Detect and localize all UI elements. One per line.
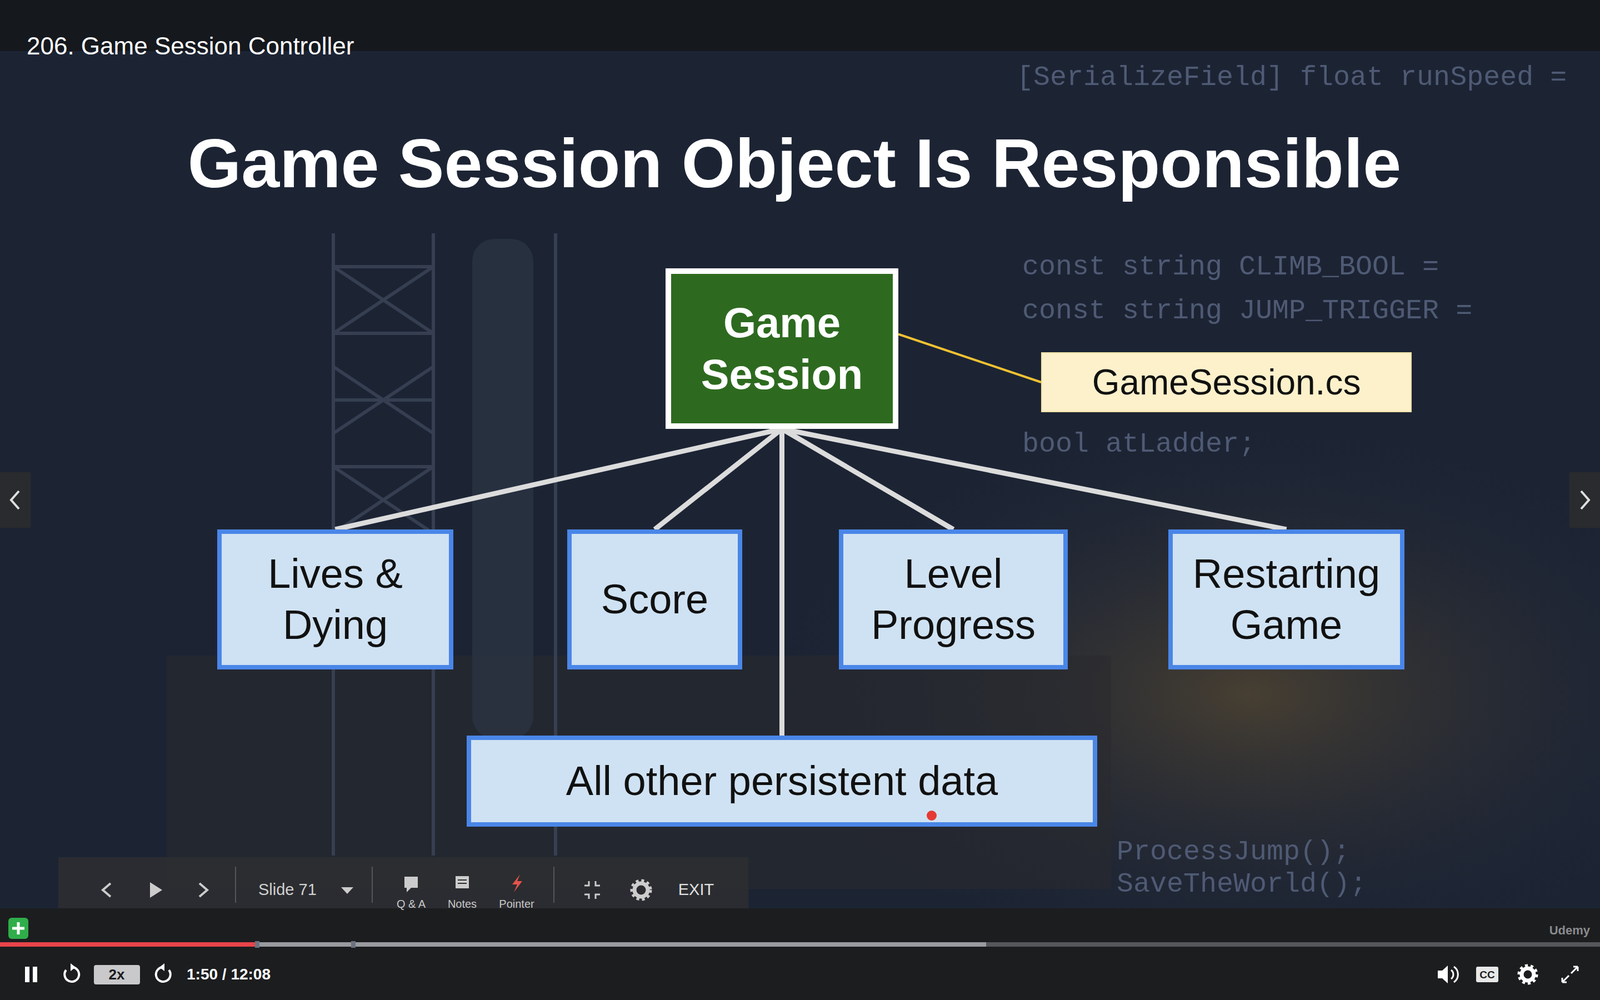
- responsibility-box: All other persistent data: [466, 735, 1098, 827]
- background-code: const string CLIMB_BOOL =: [1022, 251, 1439, 284]
- connector-line: [335, 428, 783, 530]
- node-label: Restarting Game: [1181, 548, 1392, 652]
- responsibility-box: Restarting Game: [1168, 529, 1405, 670]
- forward-head: [159, 963, 165, 972]
- connector-line: [655, 428, 783, 530]
- qa-icon: [404, 876, 418, 893]
- background-code: SaveTheWorld();: [1116, 868, 1367, 901]
- nav-left-chevron: [11, 491, 19, 509]
- laser-pointer-layer: [923, 807, 940, 824]
- settings-teeth: [1518, 965, 1537, 984]
- background-code: [SerializeField] float runSpeed =: [1016, 61, 1567, 94]
- player-label: Q & A: [396, 897, 426, 911]
- player-label: CC: [1479, 968, 1495, 982]
- pointer-icon: [512, 874, 523, 893]
- add-note-icon: [8, 917, 29, 939]
- captions-badge: [1476, 966, 1499, 983]
- background-code: ProcessJump();: [1116, 836, 1350, 869]
- speed-badge: [93, 965, 140, 985]
- node-label: GameSession.cs: [1051, 361, 1402, 404]
- responsibility-box: Level Progress: [838, 529, 1068, 670]
- player-label: Pointer: [498, 897, 534, 911]
- nav-right-panel: [1569, 472, 1600, 528]
- progress-track: [0, 942, 1600, 947]
- node-label: Score: [580, 573, 729, 626]
- next-icon: [199, 883, 208, 897]
- script-callout: GameSession.cs: [1041, 352, 1412, 413]
- player-label: Slide 71: [258, 880, 317, 899]
- connector-line: [782, 428, 1287, 530]
- lecture-title: 206. Game Session Controller: [26, 32, 354, 61]
- background-code: const string JUMP_TRIGGER =: [1022, 295, 1473, 328]
- notes-icon: [455, 876, 469, 889]
- pause-bar: [32, 966, 38, 983]
- divider: [235, 866, 554, 903]
- responsibility-box: Lives & Dying: [217, 529, 454, 670]
- player-label: 2x: [108, 966, 125, 984]
- settings-icon: [1521, 968, 1534, 981]
- player-label: EXIT: [678, 880, 714, 899]
- nav-right-chevron: [1581, 491, 1589, 509]
- node-label: Lives & Dying: [230, 548, 440, 652]
- volume-icon: [1437, 965, 1448, 984]
- prev-icon: [102, 883, 111, 897]
- connector-line: [898, 333, 1042, 383]
- connector-line: [779, 428, 785, 736]
- fullscreen-icon: [1562, 966, 1578, 983]
- slide-control-icons: [102, 866, 651, 903]
- nav-left-panel: [0, 472, 31, 528]
- player-icons: [25, 963, 1578, 985]
- gear-teeth: [631, 880, 651, 900]
- laser-pointer-dot: [926, 810, 937, 821]
- play-icon: [150, 882, 163, 898]
- ground-platform: [166, 655, 1112, 889]
- add-note-plus: [12, 922, 25, 935]
- pause-bar: [25, 966, 30, 983]
- player-label: Notes: [447, 897, 477, 911]
- notes-lines: [457, 880, 467, 884]
- gear-icon: [634, 883, 648, 897]
- progress-buffer: [0, 942, 987, 947]
- responsibility-box: Score: [567, 529, 743, 670]
- player-label: Udemy: [1549, 923, 1590, 938]
- node-label: All other persistent data: [480, 755, 1084, 808]
- progress-marker: [255, 941, 260, 948]
- progress-marker: [351, 941, 356, 948]
- player-bar: [0, 908, 1600, 1000]
- player-label: 1:50 / 12:08: [186, 965, 271, 984]
- node-label: Game Session: [680, 297, 884, 400]
- rewind-head: [70, 963, 76, 972]
- dropdown-icon: [341, 887, 354, 894]
- volume-waves: [1451, 966, 1458, 983]
- background-code: bool atLadder;: [1022, 428, 1256, 461]
- node-label: Level Progress: [852, 548, 1055, 652]
- session-box: Game Session: [665, 268, 899, 429]
- compress-icon: [584, 881, 600, 899]
- progress-played: [0, 942, 258, 947]
- slide-title: Game Session Object Is Responsible: [187, 123, 1402, 203]
